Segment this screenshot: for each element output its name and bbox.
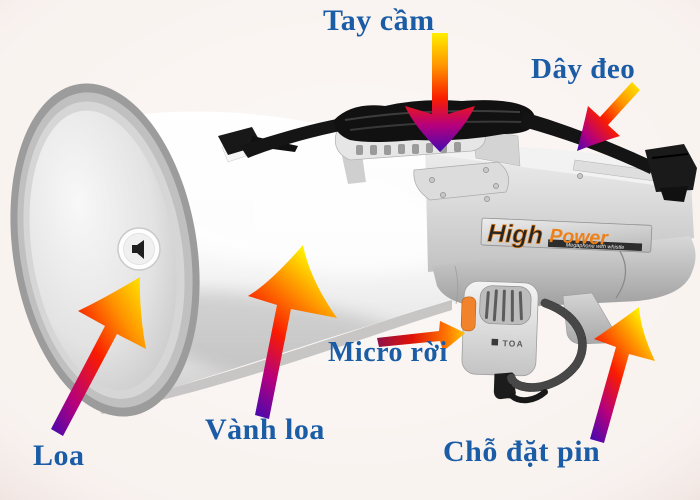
arrow-to-horn-rim — [248, 245, 337, 419]
brand-power-text: Power — [549, 225, 610, 250]
coiled-cable — [506, 298, 587, 404]
label-battery-compartment: Chỗ đặt pin — [443, 435, 601, 468]
driver-logo-mark — [132, 240, 144, 259]
arrow-to-speaker-driver — [51, 277, 146, 436]
label-detachable-mic: Micro rời — [328, 337, 448, 368]
arrow-to-handle — [405, 33, 475, 152]
strap-clip-right — [645, 144, 697, 192]
toa-logo-mark — [491, 338, 499, 346]
grille-slots — [484, 289, 523, 322]
arrow-to-strap — [577, 82, 640, 151]
brand-tagline-text: Megaphone with whistle — [565, 242, 624, 251]
label-horn-rim: Vành loa — [205, 413, 325, 446]
label-speaker: Loa — [33, 439, 85, 472]
brand-high-text: High — [487, 219, 544, 249]
arrow-to-battery-compartment — [590, 307, 655, 443]
brand-plate: High Power Megaphone with whistle — [480, 217, 653, 253]
annotation-arrows — [51, 33, 655, 443]
tagline-strip — [547, 239, 643, 251]
label-strap: Dây đeo — [531, 53, 636, 85]
grip-ribs — [356, 142, 461, 155]
arrow-to-microphone — [377, 321, 465, 351]
battery-door-seam — [615, 247, 627, 299]
label-handle: Tay cầm — [323, 4, 435, 37]
hand-microphone: TOA — [460, 280, 539, 400]
mic-brand-text: TOA — [502, 338, 524, 349]
driver-hub — [117, 227, 161, 271]
ptt-button — [460, 296, 477, 332]
